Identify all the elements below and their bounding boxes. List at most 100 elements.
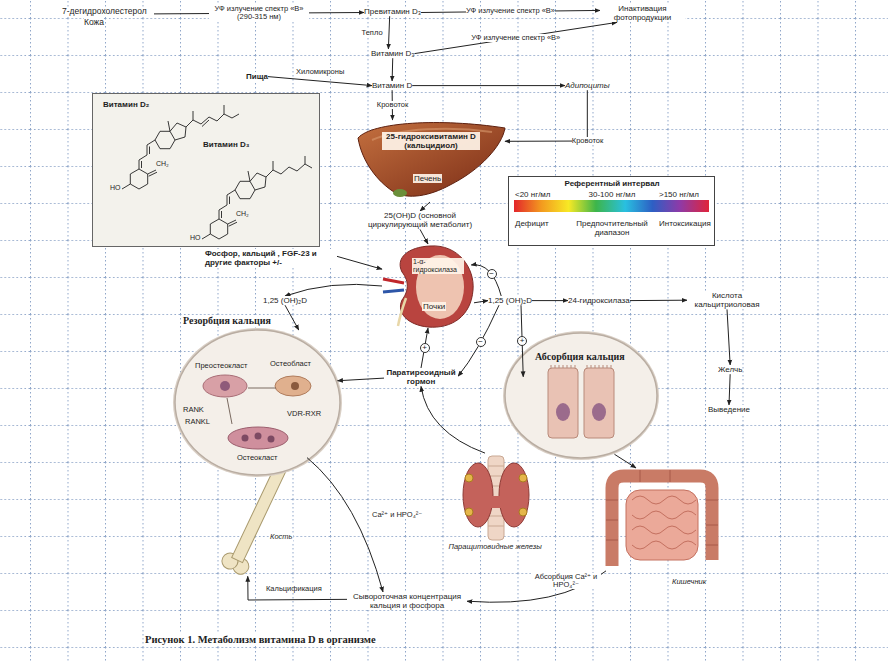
text-node: Сывороточная концентрация кальция и фосф… [347,592,467,610]
text-node: Витамин D₃ [371,49,414,58]
chem-label: CH₂ [236,210,249,218]
intestine: Кишечник [600,468,720,589]
node-text: >150 нг/мл [659,190,699,199]
illustration-part [612,476,712,566]
illustration-part [248,388,276,389]
node-text: Абсорбция кальция [535,351,625,363]
connector-arrow [474,301,488,303]
node-text: Паращитовидные железы [449,543,542,552]
node-text: Превитамин D₃ [364,7,421,16]
connector-arrow [307,458,383,592]
node-text: 25-гидроксивитамин D (кальцидиол) [382,132,480,150]
node-text: Дефицит [515,219,549,228]
connector-arrow [268,77,372,86]
illustration-part [519,508,527,516]
parathyroid-drawing [463,456,529,540]
connector-arrow [458,305,499,376]
connector-arrow [727,309,730,365]
node-text: Витамин D₂ [103,100,149,109]
connector-arrow [248,576,347,600]
node-text: Кость [270,533,293,542]
connector-arrow [471,265,501,296]
node-text: 30-100 нг/мл [589,190,636,199]
illustration-part [358,123,505,197]
illustration-part [400,246,473,327]
text-node: Инактивация фотопродукции [600,4,685,22]
node-text: Выведение [708,405,750,414]
illustration-part [248,171,250,181]
node-text: Витамин D [372,81,412,90]
illustration-part [175,330,340,475]
text-node: Адипоциты [565,81,610,90]
connector-arrow [420,202,430,211]
edge-label: Тепло [362,29,383,37]
connector-arrow [285,284,382,296]
node-text: Печень [413,174,442,183]
liver-drawing [358,123,505,197]
connector-arrow [414,22,617,53]
illustration-part [556,403,570,421]
illustration-part [139,140,155,169]
reference-box: Референтный интервал<20 нг/мл30-100 нг/м… [508,176,715,246]
node-text: RANKL [185,418,210,427]
edge-label: УФ излучение спектр «В» [466,7,555,15]
text-node: 1,25 (OH)₂D [263,296,307,305]
illustration-part [393,189,407,197]
connector-arrow [392,58,394,81]
node-text: Сывороточная концентрация кальция и фосф… [347,592,467,610]
connector-arrow [337,256,382,269]
illustration-part [210,219,227,239]
illustration-part [291,382,299,390]
chem-label: HO [110,184,121,192]
connector-arrow [285,305,299,330]
text-node: 24-гидроксилаза [568,296,630,305]
illustration-part [463,463,493,527]
text-node: Кислота кальцитриоловая [687,291,767,309]
illustration-part [505,333,657,458]
illustration-part [255,433,262,440]
node-text: 25(OH)D (основной циркулирующий метаболи… [355,211,485,229]
illustration-part [268,436,275,443]
inset-ground [92,93,320,247]
edge-label: Хиломикроны [296,68,344,76]
illustration-part [551,365,611,368]
connector-arrow [532,300,568,301]
node-text: Референтный интервал [565,179,660,188]
node-text: 1,25 (OH)₂D [263,296,307,305]
illustration-part [266,156,312,177]
node-text: Кожа [84,18,104,28]
node-text: Паратиреоидный гормон [384,368,458,386]
node-text: RANK [183,406,204,415]
edge-label: УФ излучение спектр «В» [471,34,560,42]
sign-label: + [517,336,527,346]
connector-arrow [421,386,485,453]
illustration-part [519,474,527,482]
text-node: Паратиреоидный гормон [384,368,458,386]
illustration-part [250,173,266,190]
edge-label: Кальцификация [266,585,322,593]
kidney-organ: 1-α-гидроксилазаПочки [382,244,474,328]
liver-organ: 25-гидроксивитамин D (кальцидиол) Печень [355,120,505,202]
illustration-part [203,375,247,397]
chem-label: HO [190,234,201,242]
illustration-part [548,368,578,438]
node-text: Предпочтительный диапазон [571,219,653,237]
node-text: Витамин D₃ [371,49,414,58]
illustration-part [202,171,266,239]
chem-label: CH₂ [156,160,169,168]
illustration-part [168,105,239,131]
node-text: Адипоциты [565,81,610,90]
text-node: 1,25 (OH)₂D [488,296,532,305]
node-text: 1,25 (OH)₂D [488,296,532,305]
illustration-part [499,463,529,527]
node-text: VDR-RXR [287,410,321,419]
illustration-part [503,331,659,460]
illustration-part [227,398,232,424]
absorption-circle: Абсорбция кальция [505,333,657,458]
node-text: Остеокласт [237,454,277,463]
edge-label: Кровоток [377,101,408,109]
node-text: Преостеокласт [195,362,247,371]
